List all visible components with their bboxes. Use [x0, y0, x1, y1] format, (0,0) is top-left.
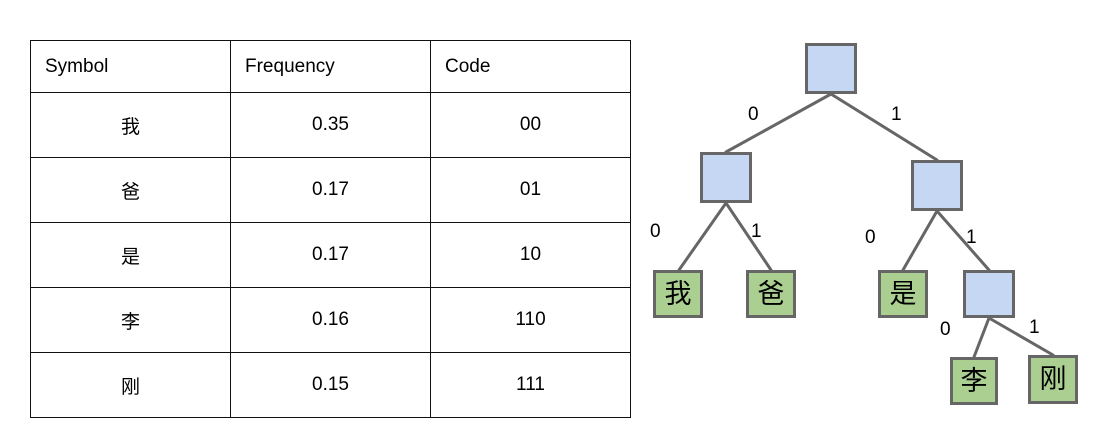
tree-node-label: 是	[889, 278, 917, 310]
cell-frequency: 0.35	[230, 92, 431, 158]
cell-symbol: 刚	[30, 352, 231, 418]
table-row: 李 0.16 110	[30, 287, 631, 353]
edge-label-n11-right: 1	[1029, 317, 1040, 338]
edge-root-left	[724, 92, 833, 154]
edge-n11-left	[972, 316, 991, 359]
edge-n1-right	[935, 209, 991, 272]
cell-code: 111	[430, 352, 631, 418]
cell-symbol: 爸	[30, 157, 231, 223]
edge-label-root-left: 0	[748, 104, 759, 125]
cell-code: 00	[430, 92, 631, 158]
huffman-code-table: Symbol Frequency Code 我 0.35 00 爸 0.17 0…	[30, 40, 631, 418]
edge-label-root-right: 1	[891, 104, 902, 125]
tree-leaf-110[interactable]: 李	[950, 357, 998, 405]
cell-code: 10	[430, 222, 631, 288]
edge-n1-left	[901, 209, 939, 272]
tree-node-internal-1[interactable]	[911, 160, 963, 211]
edge-label-n0-left: 0	[650, 221, 661, 242]
cell-frequency: 0.15	[230, 352, 431, 418]
tree-leaf-10[interactable]: 是	[878, 270, 928, 318]
edge-n0-left	[677, 201, 728, 272]
cell-code: 110	[430, 287, 631, 353]
cell-symbol: 我	[30, 92, 231, 158]
cell-frequency: 0.16	[230, 287, 431, 353]
table-row: 爸 0.17 01	[30, 157, 631, 223]
edge-label-n0-right: 1	[751, 221, 762, 242]
tree-node-internal-0[interactable]	[700, 152, 752, 203]
table-row: 刚 0.15 111	[30, 352, 631, 418]
edge-label-n1-right: 1	[966, 227, 977, 248]
tree-node-root[interactable]	[805, 43, 857, 94]
edge-n11-right	[987, 316, 1055, 357]
column-header-code: Code	[430, 40, 631, 93]
table-row: 是 0.17 10	[30, 222, 631, 288]
cell-frequency: 0.17	[230, 157, 431, 223]
huffman-tree-diagram: 我 爸 是 李 刚 0 1 0 1 0 1 0 1	[600, 0, 1108, 427]
tree-node-label: 我	[664, 278, 692, 310]
tree-leaf-111[interactable]: 刚	[1028, 355, 1078, 404]
edge-root-right	[829, 92, 939, 162]
edge-label-n11-left: 0	[940, 319, 951, 340]
tree-node-internal-11[interactable]	[963, 270, 1015, 318]
cell-symbol: 李	[30, 287, 231, 353]
cell-frequency: 0.17	[230, 222, 431, 288]
table-row: 我 0.35 00	[30, 92, 631, 158]
column-header-symbol: Symbol	[30, 40, 231, 93]
tree-leaf-01[interactable]: 爸	[746, 270, 796, 318]
edge-n0-right	[724, 201, 773, 272]
table-header-row: Symbol Frequency Code	[30, 40, 631, 93]
tree-edge-lines	[677, 92, 1055, 359]
cell-symbol: 是	[30, 222, 231, 288]
column-header-frequency: Frequency	[230, 40, 431, 93]
edge-label-n1-left: 0	[865, 227, 876, 248]
tree-leaf-00[interactable]: 我	[653, 270, 703, 318]
tree-node-label: 李	[960, 365, 988, 397]
tree-node-label: 爸	[757, 278, 785, 310]
tree-node-label: 刚	[1039, 364, 1067, 395]
